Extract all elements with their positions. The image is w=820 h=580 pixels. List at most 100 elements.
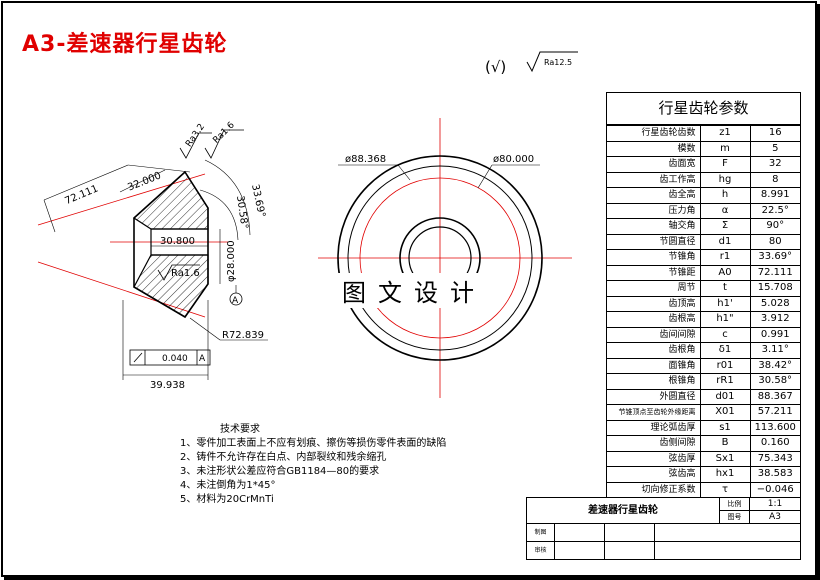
sheet-value: A3 — [750, 511, 800, 524]
param-val: 8.991 — [749, 187, 800, 204]
scale-label: 比例 — [720, 498, 750, 511]
param-sym: τ — [699, 481, 751, 497]
note-item-3: 3、未注形状公差应符合GB1184—80的要求 — [180, 466, 380, 477]
param-name: 节圆直径 — [607, 233, 701, 250]
front-view: ø88.368 ø80.000 — [318, 118, 572, 398]
param-name: 轴交角 — [607, 218, 701, 235]
ra-1-6-top: Ra1.6 — [211, 120, 237, 146]
side-section-view: 72.111 32.000 Ra3.2 Ra1.6 33.69° 30.58° … — [37, 120, 268, 391]
param-sym: hx1 — [699, 466, 751, 483]
param-sym: rR1 — [699, 373, 751, 390]
param-name: 弦齿厚 — [607, 450, 701, 467]
param-val: 32 — [749, 156, 800, 173]
dim-phi-80-000: ø80.000 — [493, 154, 534, 165]
param-val: 3.11° — [749, 342, 800, 359]
param-val: 113.600 — [749, 419, 800, 436]
ang-33-69: 33.69° — [249, 183, 267, 218]
roughness-prefix: (√) — [485, 58, 506, 76]
param-name: 压力角 — [607, 202, 701, 219]
sheet-label: 图号 — [720, 511, 750, 524]
drawing-title: A3-差速器行星齿轮 — [22, 32, 228, 57]
param-name: 节锥角 — [607, 249, 701, 266]
param-name: 齿全高 — [607, 187, 701, 204]
param-sym: F — [699, 156, 751, 173]
drawn-label: 制图 — [527, 524, 555, 542]
param-sym: d01 — [699, 388, 751, 405]
param-sym: d1 — [699, 233, 751, 250]
param-sym: A0 — [699, 264, 751, 281]
param-val: 80 — [749, 233, 800, 250]
param-name: 模数 — [607, 140, 701, 157]
param-val: 75.343 — [749, 450, 800, 467]
param-val: 3.912 — [749, 311, 800, 328]
param-name: 面锥角 — [607, 357, 701, 374]
tol-datum: A — [199, 354, 206, 364]
param-name: 行星齿轮齿数 — [607, 125, 701, 142]
ra-1-6-mid: Ra1.6 — [171, 268, 200, 279]
param-val: 0.160 — [749, 435, 800, 452]
part-name: 差速器行星齿轮 — [527, 498, 720, 524]
checked-date — [605, 542, 655, 559]
param-sym: h — [699, 187, 751, 204]
notes-title: 技术要求 — [220, 424, 260, 435]
note-item-4: 4、未注倒角为1*45° — [180, 480, 276, 491]
param-val: 16 — [749, 125, 800, 142]
param-table-heading: 行星齿轮参数 — [607, 93, 800, 125]
param-val: 0.991 — [749, 326, 800, 343]
param-name: 齿间间隙 — [607, 326, 701, 343]
param-sym: h1' — [699, 295, 751, 312]
dim-28-000: φ28.000 — [226, 240, 237, 282]
param-name: 节锥距 — [607, 264, 701, 281]
param-val: 88.367 — [749, 388, 800, 405]
param-sym: t — [699, 280, 751, 297]
drawn-date — [605, 524, 655, 542]
checked-label: 审核 — [527, 542, 555, 559]
param-val: 72.111 — [749, 264, 800, 281]
param-sym: Sx1 — [699, 450, 751, 467]
note-item-5: 5、材料为20CrMnTi — [180, 494, 274, 505]
dim-32-000: 32.000 — [126, 170, 163, 193]
param-sym: h1" — [699, 311, 751, 328]
param-name: 周节 — [607, 280, 701, 297]
param-sym: δ1 — [699, 342, 751, 359]
param-val: 5 — [749, 140, 800, 157]
title-block: 差速器行星齿轮 比例 1:1 图号 A3 制图 审核 — [526, 497, 801, 560]
param-name: 理论弧齿厚 — [607, 419, 701, 436]
ang-30-58: 30.58° — [234, 195, 250, 230]
scale-value: 1:1 — [750, 498, 800, 511]
param-sym: hg — [699, 171, 751, 188]
dim-30-800: 30.800 — [160, 236, 195, 247]
param-val: 33.69° — [749, 249, 800, 266]
blank-area-2 — [655, 542, 800, 559]
param-name: 根锥角 — [607, 373, 701, 390]
param-val: 90° — [749, 218, 800, 235]
dim-72-111: 72.111 — [63, 183, 100, 207]
param-sym: r1 — [699, 249, 751, 266]
param-name: 弦齿高 — [607, 466, 701, 483]
param-sym: s1 — [699, 419, 751, 436]
param-name: 切向修正系数 — [607, 481, 701, 497]
param-name: 齿顶高 — [607, 295, 701, 312]
param-val: 38.583 — [749, 466, 800, 483]
datum-a: A — [232, 296, 239, 306]
tol-value: 0.040 — [162, 354, 188, 364]
param-val: 57.211 — [749, 404, 800, 421]
param-val: 30.58° — [749, 373, 800, 390]
param-val: −0.046 — [749, 481, 800, 497]
technical-requirements: 技术要求 1、零件加工表面上不应有划痕、擦伤等损伤零件表面的缺陷 2、铸件不允许… — [180, 423, 446, 507]
